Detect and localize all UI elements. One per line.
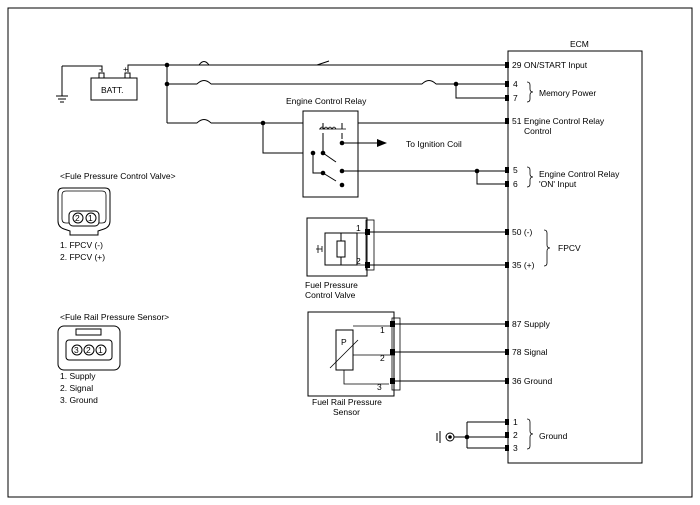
ecr-on-brace: [526, 166, 534, 188]
frps-connector-pin-1: 1: [98, 345, 103, 355]
relay-label: Engine Control Relay: [286, 96, 367, 106]
frps-connector-legend-3: 3. Ground: [60, 395, 98, 405]
fpcv-pin-2: 2: [356, 256, 361, 266]
fpcv-connector-view: <Fule Pressure Control Valve> 2 1 1. FPC…: [57, 171, 176, 262]
ecm-pin-29: 29 ON/START Input: [512, 60, 588, 70]
ecr-on-label-1: Engine Control Relay: [539, 169, 620, 179]
ecm-pin-gnd-3: 3: [513, 443, 518, 453]
fpcv-connector-legend-2: 2. FPCV (+): [60, 252, 105, 262]
fuse-2: [196, 80, 212, 85]
fpcv-brace: [543, 229, 551, 267]
ground-brace: [526, 418, 534, 450]
ecr-on-label-2: 'ON' Input: [539, 179, 577, 189]
ecm-title: ECM: [570, 39, 589, 49]
frps-connector-legend-2: 2. Signal: [60, 383, 93, 393]
frps-label-1: Fuel Rail Pressure: [312, 397, 382, 407]
fpcv-label: FPCV: [558, 243, 581, 253]
frps-pin-2: 2: [380, 353, 385, 363]
battery-ground-symbol: [56, 66, 68, 103]
engine-control-relay: Engine Control Relay To Ignition Coil: [286, 96, 505, 198]
fpcv-connector-pin-1: 1: [88, 213, 93, 223]
ecm-pin-5: 5: [513, 165, 518, 175]
battery-minus: -: [99, 64, 102, 74]
fpcv-label-1: Fuel Pressure: [305, 280, 358, 290]
ground-label: Ground: [539, 431, 568, 441]
to-ignition-coil-label: To Ignition Coil: [406, 139, 462, 149]
memory-power-label: Memory Power: [539, 88, 596, 98]
frps-component: P 1 2 3 Fuel Rail Pressure Sensor: [307, 311, 505, 417]
frps-label-2: Sensor: [333, 407, 360, 417]
fpcv-pin-1: 1: [356, 223, 361, 233]
frps-pin-3: 3: [377, 382, 382, 392]
battery-label: BATT.: [101, 85, 124, 95]
fpcv-connector-title: <Fule Pressure Control Valve>: [60, 171, 176, 181]
relay-coil: [319, 126, 346, 130]
frps-symbol: P: [341, 337, 347, 347]
diagram-frame: [7, 7, 693, 498]
fuse-1: [198, 61, 210, 66]
battery-box: [90, 77, 138, 101]
ecm-pin-35: 35 (+): [512, 260, 535, 270]
ecm-pin-7: 7: [513, 93, 518, 103]
ecm-pin-78: 78 Signal: [512, 347, 548, 357]
ecm-pin-4: 4: [513, 79, 518, 89]
ecm-pin-51: 51 Engine Control Relay: [512, 116, 605, 126]
fpcv-connector-pin-2: 2: [75, 213, 80, 223]
ecm-pin-50: 50 (-): [512, 227, 532, 237]
frps-connector-legend-1: 1. Supply: [60, 371, 96, 381]
ecm-box: [507, 50, 643, 464]
chassis-ground-symbol: [436, 431, 441, 443]
ecm-pin-87: 87 Supply: [512, 319, 551, 329]
frps-connector-pin-3: 3: [74, 345, 79, 355]
ecm-pin-36: 36 Ground: [512, 376, 552, 386]
ecm-ground: [436, 421, 505, 449]
battery-plus: +: [123, 64, 128, 74]
memory-power-brace: [526, 81, 534, 103]
ecm-pin-terminals: [505, 62, 509, 451]
fpcv-connector-legend-1: 1. FPCV (-): [60, 240, 103, 250]
fuse-3: [421, 80, 437, 85]
ignition-arrow: [377, 139, 387, 147]
battery: BATT. - +: [56, 64, 508, 103]
relay-switch-2: [322, 172, 337, 182]
frps-connector-title: <Fule Rail Pressure Sensor>: [60, 312, 169, 322]
switch-ignition: [316, 60, 330, 66]
fpcv-component: 1 2 Fuel Pressure Control Valve: [305, 217, 505, 300]
frps-connector-pin-2: 2: [86, 345, 91, 355]
ecm-pin-gnd-2: 2: [513, 430, 518, 440]
frps-pin-1: 1: [380, 325, 385, 335]
ecm-pin-gnd-1: 1: [513, 417, 518, 427]
fuse-4: [196, 119, 212, 124]
frps-connector-view: <Fule Rail Pressure Sensor> 3 2 1 1. Sup…: [57, 312, 169, 405]
fpcv-label-2: Control Valve: [305, 290, 356, 300]
ecm-pin-51-control: Control: [524, 126, 552, 136]
ecm-pin-6: 6: [513, 179, 518, 189]
relay-switch-1: [322, 152, 337, 163]
